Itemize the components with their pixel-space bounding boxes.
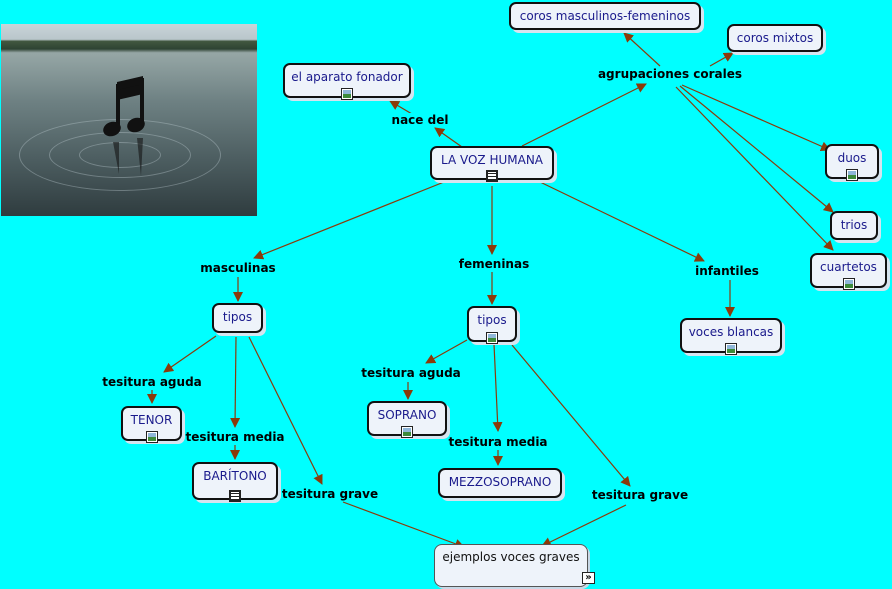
concept-tipos-femeninas[interactable]: tipos: [467, 306, 517, 342]
connector: [435, 128, 462, 147]
concept-mezzosoprano[interactable]: MEZZOSOPRANO: [438, 468, 562, 498]
link-label-agrupaciones-corales: agrupaciones corales: [596, 67, 744, 81]
connector: [710, 53, 733, 66]
connector: [164, 336, 216, 372]
node-label: el aparato fonador: [291, 70, 402, 84]
connector: [676, 87, 833, 250]
image-icon[interactable]: [725, 343, 737, 355]
link-icon[interactable]: »: [582, 572, 595, 584]
link-label-tesitura-grave: tesitura grave: [280, 487, 380, 501]
link-label-tesitura-media: tesitura media: [183, 430, 286, 444]
concept-tenor[interactable]: TENOR: [121, 406, 182, 441]
connector: [254, 182, 444, 258]
image-icon[interactable]: [341, 88, 353, 100]
node-label: tipos: [477, 313, 506, 327]
concept-trios[interactable]: trios: [830, 211, 878, 240]
concept-voces-blancas[interactable]: voces blancas: [680, 318, 782, 353]
node-label: tipos: [223, 310, 252, 324]
connector: [682, 85, 830, 150]
image-icon[interactable]: [843, 278, 855, 290]
concept-soprano[interactable]: SOPRANO: [367, 401, 447, 436]
image-icon[interactable]: [401, 426, 413, 438]
node-label: TENOR: [131, 413, 173, 427]
node-label: cuartetos: [820, 260, 877, 274]
concept-coros-mixtos[interactable]: coros mixtos: [727, 24, 823, 52]
concept-coros-masculinos-femeninos[interactable]: coros masculinos-femeninos: [509, 2, 701, 30]
document-icon[interactable]: [486, 170, 498, 182]
concept-tipos-masculinas[interactable]: tipos: [212, 303, 263, 333]
connector: [538, 181, 704, 261]
node-label: voces blancas: [689, 325, 774, 339]
link-label-infantiles: infantiles: [693, 264, 761, 278]
image-icon[interactable]: [486, 332, 498, 344]
connector: [624, 33, 660, 66]
link-label-tesitura-media: tesitura media: [446, 435, 549, 449]
node-label: LA VOZ HUMANA: [441, 153, 543, 167]
concept-cuartetos[interactable]: cuartetos: [810, 253, 887, 288]
document-icon[interactable]: [229, 490, 241, 502]
link-label-nace-del: nace del: [390, 113, 451, 127]
concept-duos[interactable]: duos: [825, 144, 879, 179]
node-label: trios: [841, 218, 868, 232]
image-icon[interactable]: [846, 169, 858, 181]
node-label: ejemplos voces graves: [442, 550, 579, 564]
link-label-tesitura-aguda: tesitura aguda: [100, 375, 204, 389]
concept-ejemplos-voces-graves[interactable]: ejemplos voces graves »: [434, 544, 588, 587]
connector: [542, 505, 626, 546]
concept-el-aparato-fonador[interactable]: el aparato fonador: [283, 63, 411, 98]
node-label: MEZZOSOPRANO: [449, 475, 552, 489]
connector: [522, 84, 646, 146]
connector: [235, 337, 236, 427]
concept-baritono[interactable]: BARÍTONO: [192, 462, 278, 500]
link-label-tesitura-aguda: tesitura aguda: [359, 366, 463, 380]
node-label: coros masculinos-femeninos: [520, 9, 691, 23]
link-label-femeninas: femeninas: [457, 257, 531, 271]
link-label-masculinas: masculinas: [198, 261, 277, 275]
concept-la-voz-humana[interactable]: LA VOZ HUMANA: [430, 146, 554, 180]
connector: [343, 502, 464, 547]
node-label: BARÍTONO: [203, 469, 267, 483]
node-label: SOPRANO: [378, 408, 437, 422]
node-label: coros mixtos: [737, 31, 813, 45]
connector: [494, 344, 498, 431]
connector: [512, 345, 630, 486]
node-label: duos: [838, 151, 867, 165]
image-icon[interactable]: [146, 431, 158, 443]
link-label-tesitura-grave: tesitura grave: [590, 488, 690, 502]
connector: [426, 340, 467, 363]
connector: [680, 86, 833, 212]
